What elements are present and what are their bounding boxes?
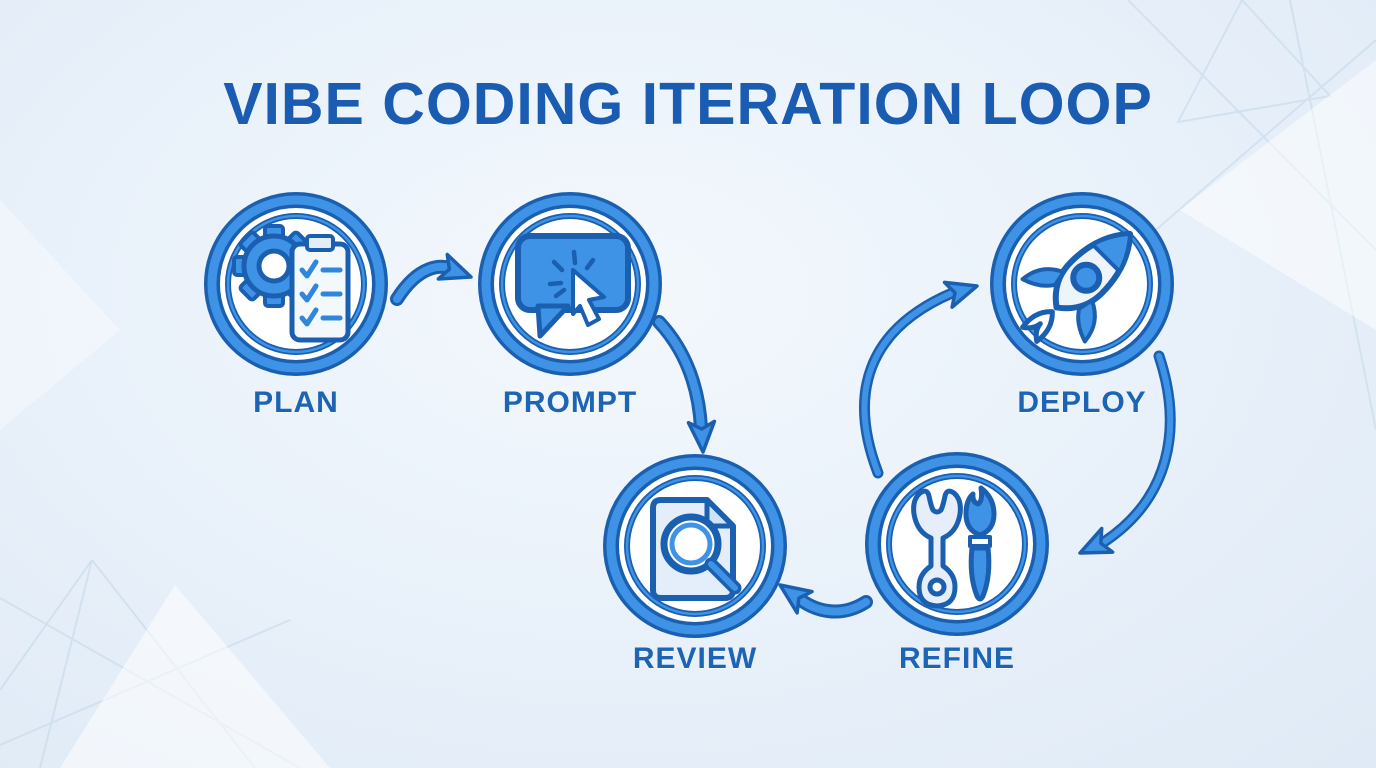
arrow-prompt-to-review <box>652 315 717 454</box>
gear-checklist-icon <box>232 224 351 343</box>
node-label-review: REVIEW <box>632 642 758 675</box>
node-label-refine: REFINE <box>898 642 1015 675</box>
arrow-plan-to-prompt <box>390 252 473 306</box>
document-magnifier-icon <box>650 497 742 601</box>
node-label-plan: PLAN <box>253 386 339 419</box>
diagram-title: VIBE CODING ITERATION LOOP <box>223 71 1153 137</box>
node-review <box>603 454 787 638</box>
node-deploy <box>990 192 1174 376</box>
node-prompt <box>478 192 662 376</box>
wrench-paintbrush-icon <box>911 485 997 609</box>
node-plan <box>204 192 388 376</box>
node-label-prompt: PROMPT <box>502 386 638 419</box>
arrow-refine-to-review <box>778 583 873 619</box>
arrow-deploy-to-refine <box>1078 350 1176 555</box>
chat-bubble-cursor-icon <box>515 233 631 339</box>
rocket-icon <box>1020 230 1134 344</box>
node-label-deploy: DEPLOY <box>1017 386 1147 419</box>
node-refine <box>865 452 1049 636</box>
arrow-refine-to-deploy <box>859 280 979 479</box>
